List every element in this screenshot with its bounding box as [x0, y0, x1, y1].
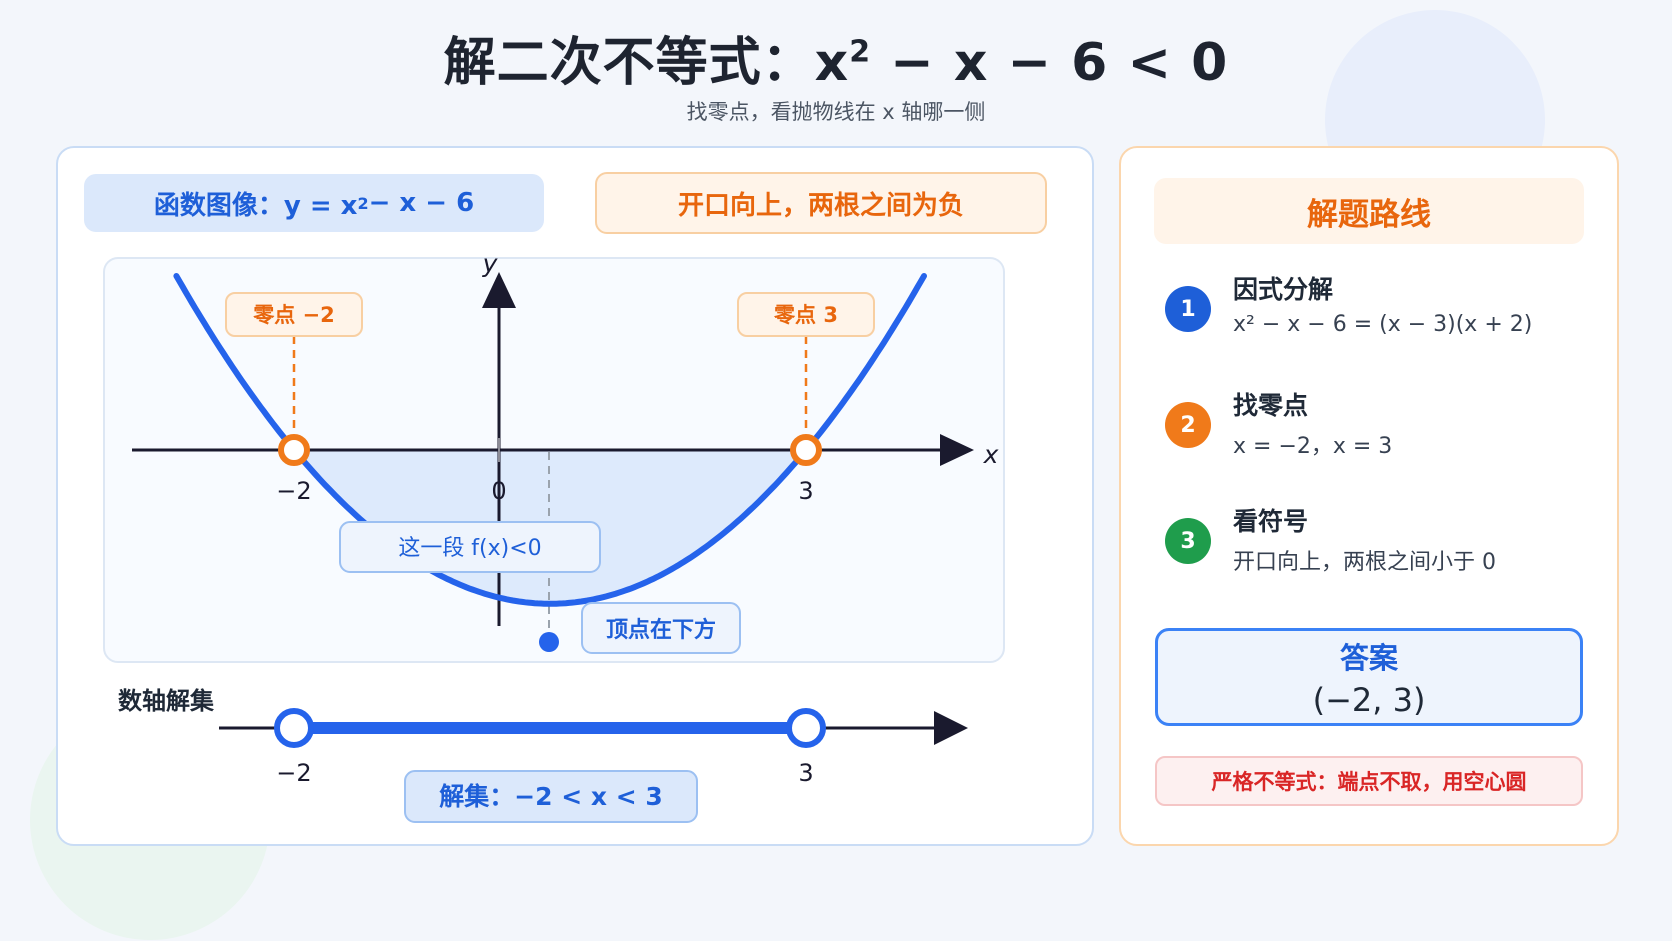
- step-check-sign: 3 看符号 开口向上，两根之间小于 0: [1165, 502, 1585, 582]
- segment-callout: [339, 521, 601, 573]
- tick-label-right: 3: [798, 477, 813, 505]
- solution-label-box: [404, 770, 698, 823]
- number-line-open-right: [786, 708, 826, 748]
- step-description: 开口向上，两根之间小于 0: [1233, 550, 1496, 575]
- step-number-badge: 2: [1165, 402, 1211, 448]
- number-line-tick-left: −2: [276, 759, 311, 787]
- step-number-badge: 1: [1165, 286, 1211, 332]
- page-title: 解二次不等式：x2 − x − 6 < 0: [443, 33, 1229, 93]
- page-subtitle: 找零点，看抛物线在 x 轴哪一侧: [686, 100, 986, 124]
- answer-label: 答案: [1339, 641, 1398, 675]
- steps-title: 解题路线: [1154, 178, 1584, 244]
- y-axis-arrow: [482, 272, 516, 308]
- answer-value: (−2, 3): [1312, 681, 1426, 719]
- x-axis-label: x: [983, 440, 999, 469]
- zero-left-marker: [278, 434, 310, 466]
- zero-right-marker: [790, 434, 822, 466]
- step-description: x = −2，x = 3: [1233, 434, 1393, 459]
- step-factor: 1 因式分解 x² − x − 6 = (x − 3)(x + 2): [1165, 270, 1585, 350]
- steps-panel: [1119, 146, 1619, 846]
- number-line-tick-right: 3: [798, 759, 813, 787]
- step-title: 因式分解: [1233, 275, 1334, 304]
- number-line-arrow: [934, 711, 968, 745]
- segment-callout-text: 这一段 f(x)<0: [398, 536, 541, 561]
- opening-direction-label: 开口向上，两根之间为负: [595, 172, 1047, 234]
- zero-left-callout-text: 零点 −2: [252, 303, 335, 327]
- solution-label: 解集：−2 < x < 3: [439, 782, 663, 811]
- zero-right-callout: [737, 292, 875, 337]
- strict-inequality-note: 严格不等式：端点不取，用空心圆: [1155, 756, 1583, 806]
- answer-box: 答案 (−2, 3): [1155, 628, 1583, 726]
- tick-label-left: −2: [276, 477, 311, 505]
- number-line-title: 数轴解集: [118, 687, 215, 715]
- step-title: 看符号: [1233, 507, 1309, 536]
- step-find-zeros: 2 找零点 x = −2，x = 3: [1165, 386, 1585, 466]
- y-axis-label: y: [482, 249, 499, 278]
- vertex-callout: [581, 602, 741, 654]
- vertex-dot: [539, 632, 559, 652]
- zero-right-callout-text: 零点 3: [773, 303, 838, 327]
- vertex-callout-text: 顶点在下方: [606, 617, 716, 643]
- number-line-open-left: [274, 708, 314, 748]
- tick-label-origin: 0: [491, 477, 506, 505]
- step-number-badge: 3: [1165, 518, 1211, 564]
- zero-left-callout: [225, 292, 363, 337]
- step-description: x² − x − 6 = (x − 3)(x + 2): [1233, 312, 1533, 337]
- x-axis-arrow: [940, 434, 974, 466]
- step-title: 找零点: [1233, 391, 1309, 420]
